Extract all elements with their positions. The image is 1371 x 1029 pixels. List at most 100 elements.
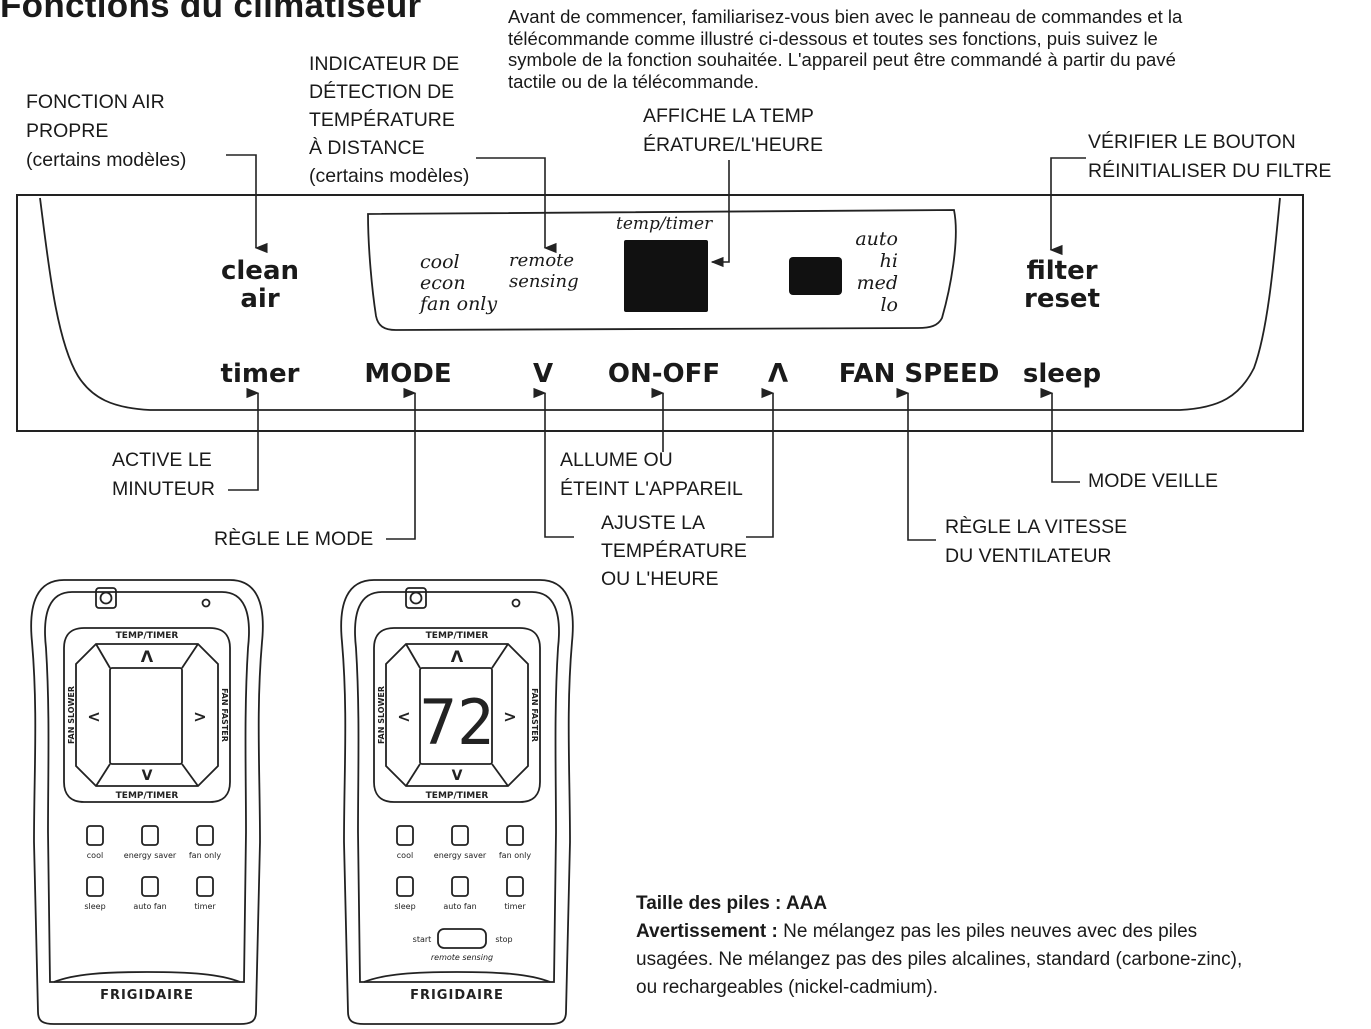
remote-up-button: Λ (141, 647, 154, 666)
callout-sleep: MODE VEILLE (1088, 470, 1219, 492)
callout-line: FONCTION AIR (26, 91, 165, 113)
remote-button-label: auto fan (443, 902, 476, 911)
callout-line: AFFICHE LA TEMP (643, 105, 814, 127)
remote-start-label: start (413, 935, 432, 944)
panel-onoff-button[interactable]: ON-OFF (607, 359, 721, 389)
callout-mode: RÈGLE LE MODE (214, 528, 374, 550)
callout-line: ACTIVE LE (112, 449, 212, 471)
battery-size: Taille des piles : AAA (636, 893, 828, 914)
callout-clean-air: FONCTION AIR PROPRE (certains modèles) (26, 88, 186, 175)
remote-sensing-label: remote sensing (431, 953, 493, 962)
callout-line: RÉINITIALISER DU FILTRE (1088, 160, 1332, 182)
panel-sleep-button[interactable]: sleep (1022, 359, 1102, 389)
panel-clean-air-button[interactable]: clean air (210, 257, 310, 313)
panel-temp-timer-label: temp/timer (616, 214, 713, 234)
callout-filter: VÉRIFIER LE BOUTON RÉINITIALISER DU FILT… (1088, 128, 1331, 186)
remote-button-label: timer (194, 902, 216, 911)
remote-button-label: energy saver (434, 851, 487, 860)
callout-timer: ACTIVE LE MINUTEUR (112, 446, 215, 504)
callout-line: ÉTEINT L'APPAREIL (560, 478, 743, 500)
remote-label: FAN FASTER (220, 688, 229, 742)
mode-indicator: fan only (420, 293, 498, 315)
callout-line: MINUTEUR (112, 478, 215, 500)
remote-button-label: timer (504, 902, 526, 911)
remote-brand: FRIGIDAIRE (100, 988, 194, 1003)
warning-text: Ne mélangez pas les piles neuves avec de… (777, 921, 1198, 942)
remote-button-label: energy saver (124, 851, 177, 860)
callout-line: (certains modèles) (309, 165, 470, 187)
callout-line: VÉRIFIER LE BOUTON (1088, 131, 1296, 153)
remote-right-button: > (193, 707, 206, 726)
speed-indicator: auto (855, 228, 898, 250)
callout-line: ALLUME OU (560, 449, 673, 471)
remote-label: FAN FASTER (530, 688, 539, 742)
intro-line: tactile ou de la télécommande. (508, 70, 759, 92)
remote-up-button: Λ (451, 647, 464, 666)
remote-label: TEMP/TIMER (426, 791, 489, 801)
mode-indicator: econ (420, 272, 466, 294)
speed-indicator: lo (880, 294, 898, 316)
callout-line: INDICATEUR DE (309, 53, 460, 75)
intro-line: symbole de la fonction souhaitée. L'appa… (508, 49, 1176, 70)
callout-line: RÈGLE LA VITESSE (945, 516, 1128, 538)
callout-fan-speed: RÈGLE LA VITESSE DU VENTILATEUR (945, 513, 1127, 571)
display-temp-block (624, 240, 708, 312)
callout-line: PROPRE (26, 120, 109, 142)
display-fan-block (789, 257, 842, 295)
speed-indicator: med (856, 272, 898, 294)
warning-text: ou rechargeables (nickel-cadmium). (636, 977, 939, 998)
callout-display: AFFICHE LA TEMP ÉRATURE/L'HEURE (643, 102, 823, 160)
callout-remote-sensing: INDICATEUR DE DÉTECTION DE TEMPÉRATURE À… (309, 50, 469, 190)
callout-adjust: AJUSTE LA TEMPÉRATURE OU L'HEURE (601, 509, 747, 593)
panel-mode-button[interactable]: MODE (364, 359, 452, 389)
remote-left-button: < (87, 707, 100, 726)
callout-line: AJUSTE LA (601, 512, 706, 534)
intro-line: Avant de commencer, familiarisez-vous bi… (508, 6, 1183, 27)
panel-label: air (240, 284, 280, 314)
remote-button-label: cool (87, 851, 103, 860)
remote-button-label: auto fan (133, 902, 166, 911)
panel-mode-list: cool econ fan only (420, 252, 497, 315)
battery-note: Taille des piles : AAA Avertissement : N… (636, 890, 1356, 1002)
panel-label: clean (220, 256, 299, 286)
mode-indicator: cool (420, 251, 460, 273)
remote-display-value: 72 (420, 686, 495, 759)
remote-label: TEMP/TIMER (116, 631, 179, 641)
callout-onoff: ALLUME OU ÉTEINT L'APPAREIL (560, 446, 743, 504)
callout-line: DU VENTILATEUR (945, 545, 1112, 567)
speed-indicator: hi (879, 250, 898, 272)
remote-label: FAN SLOWER (377, 686, 386, 744)
callout-line: TEMPÉRATURE (601, 540, 747, 562)
callout-line: TEMPÉRATURE (309, 109, 455, 131)
panel-label: remote (509, 250, 575, 271)
callout-line: OU L'HEURE (601, 568, 719, 590)
panel-speed-list: auto hi med lo (850, 228, 898, 316)
panel-down-button[interactable]: V (532, 359, 554, 389)
callout-line: À DISTANCE (309, 137, 425, 159)
panel-label: reset (1024, 284, 1100, 314)
remote-down-button: V (452, 768, 463, 784)
remote-control-2: TEMP/TIMER TEMP/TIMER Λ V < > FAN SLOWER… (340, 579, 574, 1025)
panel-filter-reset-button[interactable]: filter reset (1012, 257, 1112, 313)
intro-line: télécommande comme illustré ci-dessous e… (508, 27, 1158, 49)
intro-text: Avant de commencer, familiarisez-vous bi… (508, 6, 1368, 92)
control-panel (16, 194, 1304, 432)
callout-line: (certains modèles) (26, 149, 187, 171)
warning-text: usagées. Ne mélangez pas des piles alcal… (636, 949, 1243, 970)
warning-label: Avertissement : (636, 921, 778, 942)
remote-button-label: fan only (499, 851, 532, 860)
panel-remote-sensing: remote sensing (509, 250, 579, 292)
remote-brand: FRIGIDAIRE (410, 988, 504, 1003)
panel-up-button[interactable]: Λ (767, 359, 789, 389)
panel-timer-button[interactable]: timer (220, 359, 300, 389)
remote-button-label: fan only (189, 851, 222, 860)
remote-stop-label: stop (495, 935, 512, 944)
remote-left-button: < (397, 707, 410, 726)
remote-control-1: TEMP/TIMER TEMP/TIMER Λ V < > FAN SLOWER… (30, 579, 264, 1025)
remote-down-button: V (142, 768, 153, 784)
callout-line: ÉRATURE/L'HEURE (643, 134, 823, 156)
panel-label: filter (1026, 256, 1098, 286)
page-title: Fonctions du climatiseur (0, 0, 422, 25)
panel-fan-speed-button[interactable]: FAN SPEED (838, 359, 1000, 389)
